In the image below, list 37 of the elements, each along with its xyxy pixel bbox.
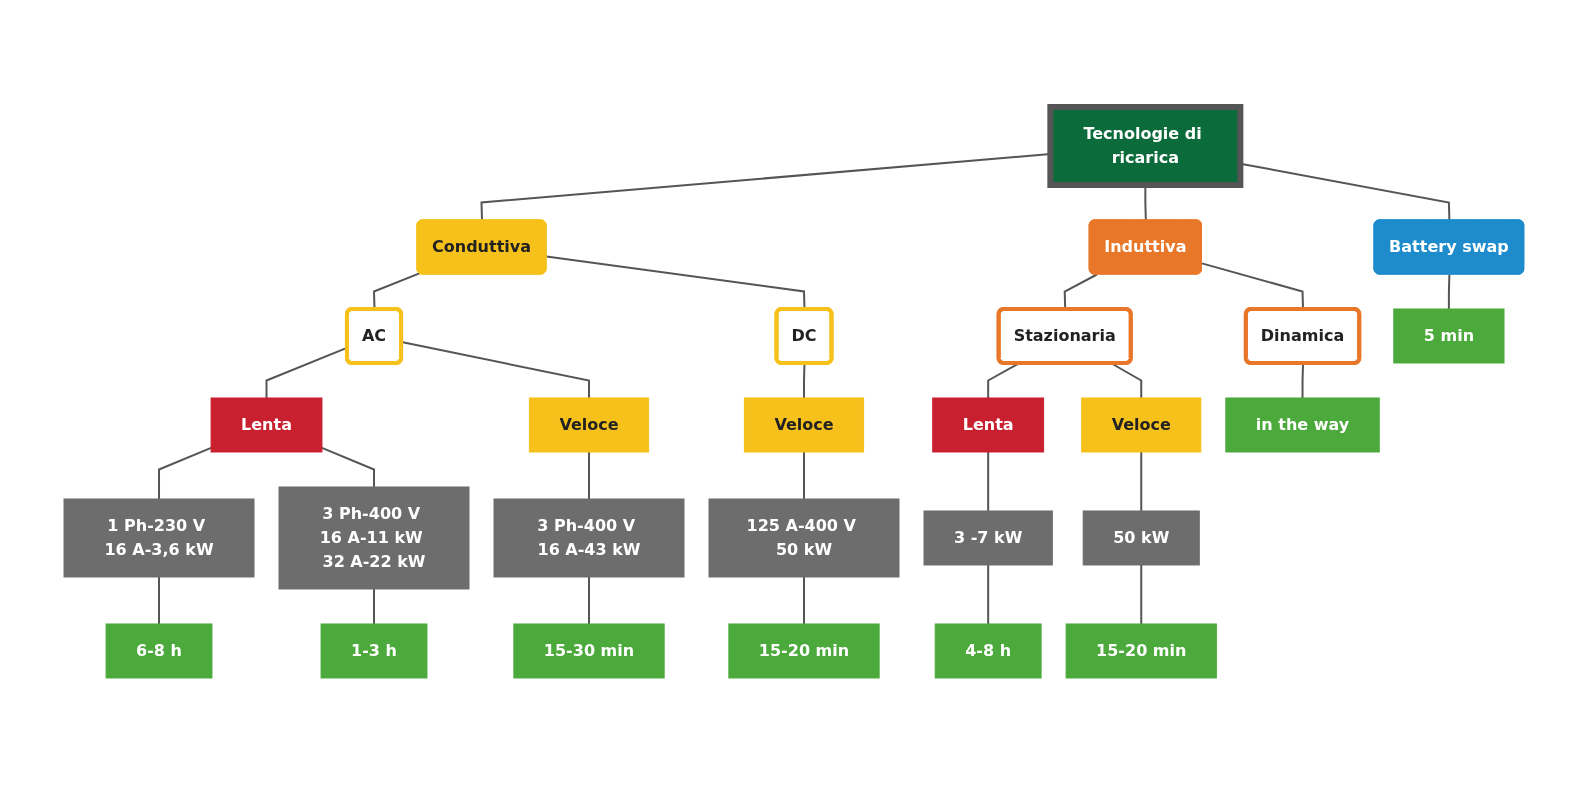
node-box: 6-8 h: [105, 623, 213, 679]
connector: [803, 362, 806, 399]
node-box: Veloce: [744, 397, 865, 453]
connector: [987, 451, 990, 512]
connector: [158, 576, 161, 625]
node-box: 15-30 min: [513, 623, 665, 679]
connector: [1448, 273, 1451, 310]
node-box: 3 Ph-400 V 16 A-43 kW: [493, 498, 685, 578]
connector: [1110, 362, 1143, 399]
node-box: 4-8 h: [934, 623, 1042, 679]
node-box: Lenta: [210, 397, 323, 453]
node-box: Veloce: [529, 397, 650, 453]
connector: [803, 576, 806, 625]
connector: [987, 564, 990, 625]
connector: [1140, 564, 1143, 625]
connector: [588, 451, 591, 500]
node-box: 15-20 min: [1065, 623, 1218, 679]
connector: [803, 451, 806, 500]
node-box: Veloce: [1081, 397, 1202, 453]
connector: [321, 446, 376, 488]
connector: [1140, 451, 1143, 512]
connector: [588, 576, 591, 625]
node-box: Lenta: [932, 397, 1045, 453]
connector: [1301, 362, 1305, 399]
connector: [373, 588, 376, 625]
node-box: in the way: [1225, 397, 1380, 453]
node-box: 15-20 min: [728, 623, 880, 679]
connector: [158, 446, 213, 500]
node-box: 125 A-400 V 50 kW: [708, 498, 900, 578]
node-box: 50 kW: [1082, 510, 1200, 566]
node-box: Tecnologie di ricarica: [1047, 104, 1244, 188]
node-box: 1-3 h: [320, 623, 428, 679]
node-box: 3 Ph-400 V 16 A-11 kW 32 A-22 kW: [278, 486, 470, 590]
node-box: 1 Ph-230 V 16 A-3,6 kW: [63, 498, 255, 578]
connector: [987, 362, 1020, 399]
node-box: 5 min: [1393, 308, 1505, 364]
node-box: 3 -7 kW: [923, 510, 1053, 566]
